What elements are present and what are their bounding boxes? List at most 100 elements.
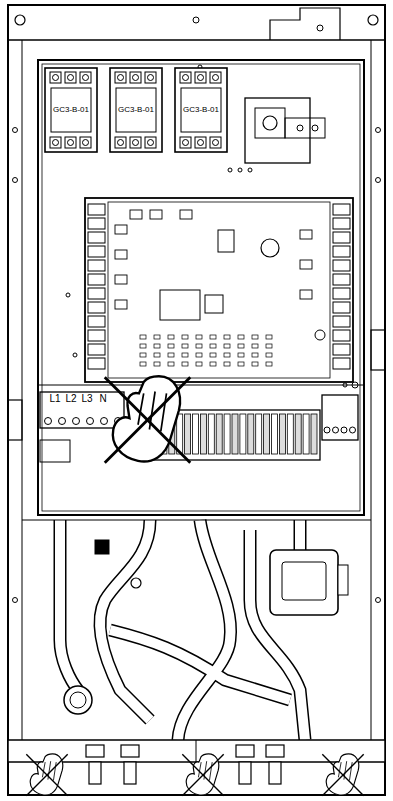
board-component — [196, 335, 202, 339]
board-component — [182, 335, 188, 339]
pipe — [110, 630, 290, 700]
terminal-screw — [73, 418, 80, 425]
board-component — [168, 344, 174, 348]
control-board — [85, 198, 353, 382]
board-component — [140, 344, 146, 348]
pipe — [295, 520, 305, 550]
board-component — [224, 344, 230, 348]
board-component — [266, 335, 272, 339]
terminal — [248, 414, 254, 454]
terminal-screw — [101, 418, 108, 425]
contactors — [45, 68, 227, 152]
board-component — [210, 344, 216, 348]
relay — [88, 246, 105, 257]
relay — [88, 218, 105, 229]
relay — [88, 274, 105, 285]
control-box — [38, 60, 364, 515]
terminal — [272, 414, 278, 454]
board-component — [210, 362, 216, 366]
board-component — [168, 335, 174, 339]
terminal-blocks — [40, 392, 358, 462]
connector-socket — [115, 275, 127, 284]
board-component — [140, 335, 146, 339]
relay — [333, 274, 350, 285]
board-component — [154, 353, 160, 357]
cable-gland — [239, 762, 251, 784]
board-component — [210, 335, 216, 339]
terminal — [279, 414, 285, 454]
cable-gland — [269, 762, 281, 784]
terminal — [303, 414, 309, 454]
board-component — [196, 344, 202, 348]
board-component — [252, 335, 258, 339]
lower-section — [8, 520, 385, 762]
relay — [333, 232, 350, 243]
board-component — [252, 344, 258, 348]
board-component — [238, 335, 244, 339]
contactor — [45, 68, 97, 152]
relay — [333, 218, 350, 229]
relay — [333, 288, 350, 299]
cable-gland — [121, 745, 139, 757]
terminal-label: N — [98, 394, 107, 404]
board-component — [154, 344, 160, 348]
board-component — [238, 362, 244, 366]
relay — [333, 316, 350, 327]
cable-gland — [89, 762, 101, 784]
relay — [333, 260, 350, 271]
pipe — [294, 520, 307, 550]
board-component — [168, 353, 174, 357]
board-component — [266, 353, 272, 357]
terminal-screw — [341, 427, 347, 433]
terminal-label: L1 — [48, 394, 61, 404]
relay — [88, 330, 105, 341]
board-component — [182, 344, 188, 348]
terminal — [264, 414, 270, 454]
terminal-label: L3 — [80, 394, 93, 404]
terminal-screw — [59, 418, 66, 425]
terminal — [311, 414, 317, 454]
terminal-screw — [333, 427, 339, 433]
board-component — [266, 344, 272, 348]
board-component — [196, 362, 202, 366]
part-marking: GC3-B-01 — [182, 106, 220, 114]
part-marking: GC3-B-01 — [52, 106, 90, 114]
connector-socket — [130, 210, 142, 219]
board-component — [182, 353, 188, 357]
board-component — [238, 344, 244, 348]
relay — [333, 344, 350, 355]
relay — [88, 288, 105, 299]
terminal — [256, 414, 262, 454]
terminal — [216, 414, 222, 454]
relay — [333, 330, 350, 341]
terminal-screw — [87, 418, 94, 425]
connector-socket — [300, 290, 312, 299]
relay — [88, 344, 105, 355]
refrigerant-piping — [60, 520, 305, 740]
connector-socket — [300, 260, 312, 269]
connector-socket — [115, 225, 127, 234]
relay — [88, 232, 105, 243]
board-component — [252, 353, 258, 357]
cable-glands — [86, 745, 284, 784]
board-component — [154, 335, 160, 339]
board-component — [224, 353, 230, 357]
relay — [88, 260, 105, 271]
terminal — [240, 414, 246, 454]
relay — [88, 204, 105, 215]
board-component — [182, 362, 188, 366]
terminal-screw — [45, 418, 52, 425]
board-component — [140, 362, 146, 366]
terminal-screw — [350, 427, 356, 433]
connector-socket — [150, 210, 162, 219]
relay — [333, 204, 350, 215]
board-component — [224, 362, 230, 366]
connector-socket — [115, 300, 127, 309]
board-component — [224, 335, 230, 339]
pipe — [178, 520, 231, 740]
contactor — [175, 68, 227, 152]
board-component — [140, 353, 146, 357]
terminal-screw — [324, 427, 330, 433]
board-component — [252, 362, 258, 366]
